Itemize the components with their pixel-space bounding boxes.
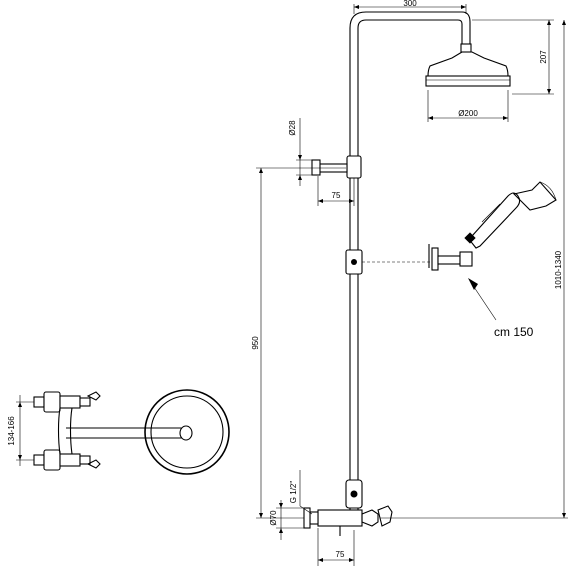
hose-length-label: cm 150 — [494, 325, 534, 339]
dim-flange-diameter: Ø70 — [269, 510, 278, 526]
dim-overall-height: 1010-1340 — [554, 250, 563, 289]
dim-wall-offset: 75 — [336, 550, 345, 559]
dim-head-diameter: Ø200 — [458, 109, 478, 118]
dimension-lines: 300 207 Ø200 Ø28 75 950 — [251, 0, 568, 566]
dim-arm-length: 300 — [403, 0, 417, 8]
dim-inlet-diameter: Ø28 — [288, 120, 297, 136]
dim-head-height: 207 — [539, 50, 548, 64]
hand-shower: cm 150 — [362, 181, 557, 339]
mixer-top-view: 134-166 — [7, 389, 230, 475]
dim-thread: G 1/2" — [289, 481, 298, 504]
dim-centers: 134-166 — [7, 416, 16, 446]
dim-inlet-offset: 75 — [332, 191, 341, 200]
shower-column — [303, 11, 511, 536]
dim-column-height: 950 — [251, 336, 260, 350]
